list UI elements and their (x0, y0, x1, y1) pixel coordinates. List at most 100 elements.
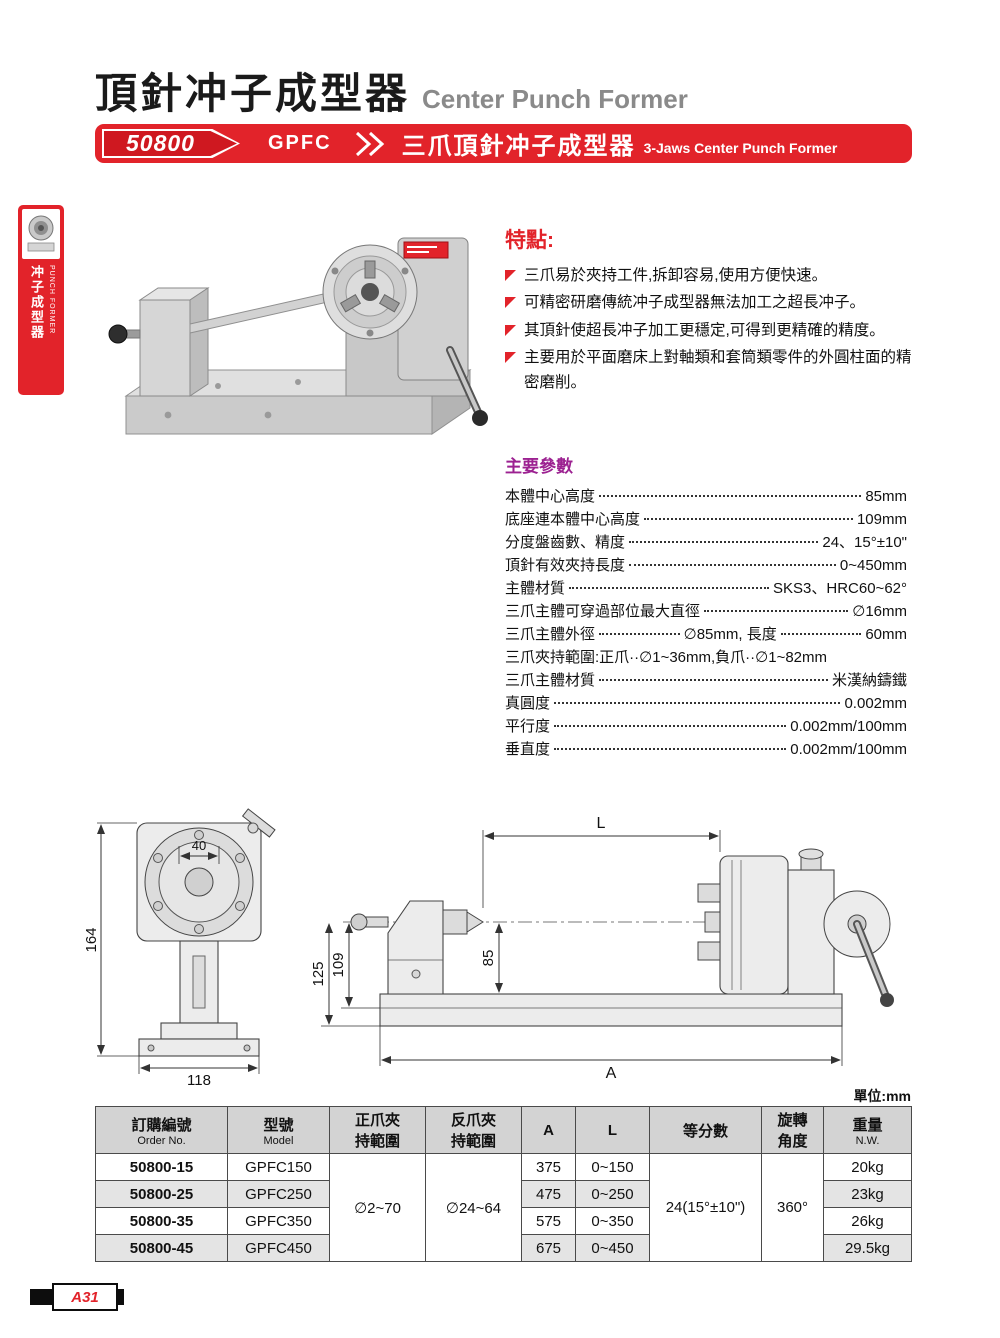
dim-label-164: 164 (85, 927, 100, 952)
parameter-label: 本體中心高度 (505, 488, 596, 505)
dotted-leader (599, 495, 862, 497)
dotted-leader (629, 564, 836, 566)
header-order-no-en: Order No. (137, 1134, 186, 1147)
parameter-row: 三爪主體材質 米漢納鑄鐵 (505, 669, 907, 692)
photo-chuck (322, 244, 418, 340)
parameter-value: ∅16mm (852, 603, 907, 620)
order-number-tag-inner: 50800 (104, 131, 237, 156)
header-rotation: 旋轉 角度 (761, 1106, 824, 1154)
dimension-109: 109 (330, 923, 380, 1009)
cell-order-no: 50800-25 (95, 1180, 228, 1208)
parameter-value: SKS3、HRC60~62° (773, 580, 907, 597)
product-name-zh: 三爪頂針冲子成型器 (401, 133, 636, 160)
parameter-row: 三爪主體可穿過部位最大直徑 ∅16mm (505, 600, 907, 623)
header-reverse-jaw: 反爪夾 持範圍 (425, 1106, 522, 1154)
header-reverse-jaw-line1: 反爪夾 (450, 1112, 496, 1129)
header-order-no-zh: 訂購編號 (131, 1116, 192, 1134)
cell-a: 575 (521, 1207, 576, 1235)
cell-order-no: 50800-45 (95, 1234, 228, 1262)
side-view-tailstock (350, 900, 484, 995)
bullet-triangle-icon (505, 297, 516, 309)
parameter-label: 主體材質 (505, 580, 566, 597)
parameter-label: 平行度 (505, 718, 551, 735)
feature-text: 主要用於平面磨床上對軸類和套筒類零件的外圓柱面的精密磨削。 (524, 349, 912, 391)
cell-l: 0~350 (575, 1207, 650, 1235)
parameter-row: 底座連本體中心高度 109mm (505, 508, 907, 531)
photo-housing (397, 237, 488, 426)
table-header-row: 訂購編號 Order No. 型號 Model 正爪夾 持範圍 反爪夾 持範圍 … (95, 1106, 912, 1154)
table-row: 50800-45 GPFC450 675 0~450 29.5kg (95, 1234, 912, 1262)
unit-note: 單位:mm (853, 1088, 911, 1104)
parameter-value: 109mm (856, 511, 907, 528)
side-view-drawing: L 125 109 85 A (310, 815, 894, 1082)
cell-l: 0~150 (575, 1153, 650, 1181)
cell-normal-jaw-range: ∅2~70 (329, 1153, 426, 1262)
cell-reverse-jaw-range: ∅24~64 (425, 1153, 522, 1262)
parameters-heading: 主要參數 (505, 457, 573, 476)
feature-text: 三爪易於夾持工件,拆卸容易,使用方便快速。 (524, 267, 828, 284)
header-normal-jaw-line2: 持範圍 (354, 1133, 400, 1150)
parameter-label: 垂直度 (505, 741, 551, 758)
page-title: 頂針冲子成型器 Center Punch Former (95, 60, 688, 121)
dim-label-125: 125 (310, 961, 327, 986)
category-side-tab: 冲子成型器 PUNCH FORMER (18, 205, 64, 395)
page-title-zh: 頂針冲子成型器 (95, 70, 411, 117)
cell-weight: 23kg (823, 1180, 912, 1208)
feature-text: 可精密研磨傳統冲子成型器無法加工之超長冲子。 (524, 294, 866, 312)
dim-label-40: 40 (192, 838, 206, 853)
dimension-A: A (379, 1026, 843, 1082)
dotted-leader (644, 518, 853, 520)
dotted-leader (554, 702, 841, 704)
header-rotation-line2: 角度 (777, 1133, 808, 1150)
parameters-section: 主要參數 本體中心高度 85mm 底座連本體中心高度 109mm 分度盤齒數、精… (505, 452, 907, 761)
cell-divisions: 24(15°±10") (649, 1153, 762, 1262)
product-name-en: 3-Jaws Center Punch Former (643, 140, 838, 156)
category-tab-text: 冲子成型器 PUNCH FORMER (27, 265, 55, 340)
series-code: GPFC (268, 132, 332, 154)
header-model-en: Model (263, 1134, 294, 1147)
order-number-tag: 50800 (102, 129, 240, 158)
parameter-value: 0.002mm (844, 695, 907, 712)
header-normal-jaw-line1: 正爪夾 (354, 1112, 400, 1129)
front-view-column-base (138, 940, 260, 1057)
parameter-row: 頂針有效夾持長度 0~450mm (505, 554, 907, 577)
product-banner: 50800 GPFC 三爪頂針冲子成型器 3-Jaws Center Punch… (95, 124, 912, 163)
features-heading: 特點: (505, 229, 554, 252)
front-view-drawing: 164 40 118 (85, 808, 276, 1088)
cell-a: 375 (521, 1153, 576, 1181)
dimension-85: 85 (480, 923, 503, 993)
table-row: 50800-15 GPFC150 ∅2~70 ∅24~64 375 0~150 … (95, 1153, 912, 1262)
dimension-118: 118 (138, 1056, 260, 1088)
page-title-en: Center Punch Former (422, 84, 688, 114)
category-label-en: PUNCH FORMER (48, 265, 55, 335)
header-l: L (575, 1106, 650, 1154)
cell-model: GPFC150 (227, 1153, 330, 1181)
feature-item: 主要用於平面磨床上對軸類和套筒類零件的外圓柱面的精密磨削。 (505, 346, 913, 395)
side-view-base (379, 993, 843, 1027)
bullet-triangle-icon (505, 270, 516, 281)
header-a: A (521, 1106, 576, 1154)
dotted-leader (599, 679, 828, 681)
parameter-label: 分度盤齒數、精度 (505, 534, 626, 551)
double-chevron-icon (355, 131, 384, 156)
parameter-value: 0~450mm (839, 557, 907, 574)
page-number: A31 (71, 1288, 99, 1306)
cell-weight: 20kg (823, 1153, 912, 1181)
feature-item: 其頂針使超長冲子加工更穩定,可得到更精確的精度。 (505, 319, 913, 343)
page-number-box: A31 (52, 1283, 118, 1311)
dimension-L: L (482, 815, 721, 908)
parameter-label: 真圓度 (505, 695, 551, 712)
features-section: 特點: 三爪易於夾持工件,拆卸容易,使用方便快速。 可精密研磨傳統冲子成型器無法… (505, 224, 913, 398)
header-rotation-line1: 旋轉 (777, 1112, 808, 1129)
cell-order-no: 50800-35 (95, 1207, 228, 1235)
parameter-row: 三爪主體外徑 ∅85mm, 長度 60mm (505, 623, 907, 646)
parameter-value: ∅85mm, 長度 (683, 626, 777, 643)
header-model: 型號 Model (227, 1106, 330, 1154)
parameter-label: 頂針有效夾持長度 (505, 557, 626, 574)
cell-order-no: 50800-15 (95, 1153, 228, 1181)
cell-rotation-angle: 360° (761, 1153, 824, 1262)
parameter-label: 三爪主體外徑 (505, 626, 596, 643)
feature-text: 其頂針使超長冲子加工更穩定,可得到更精確的精度。 (524, 321, 885, 339)
dim-label-L: L (597, 815, 606, 832)
